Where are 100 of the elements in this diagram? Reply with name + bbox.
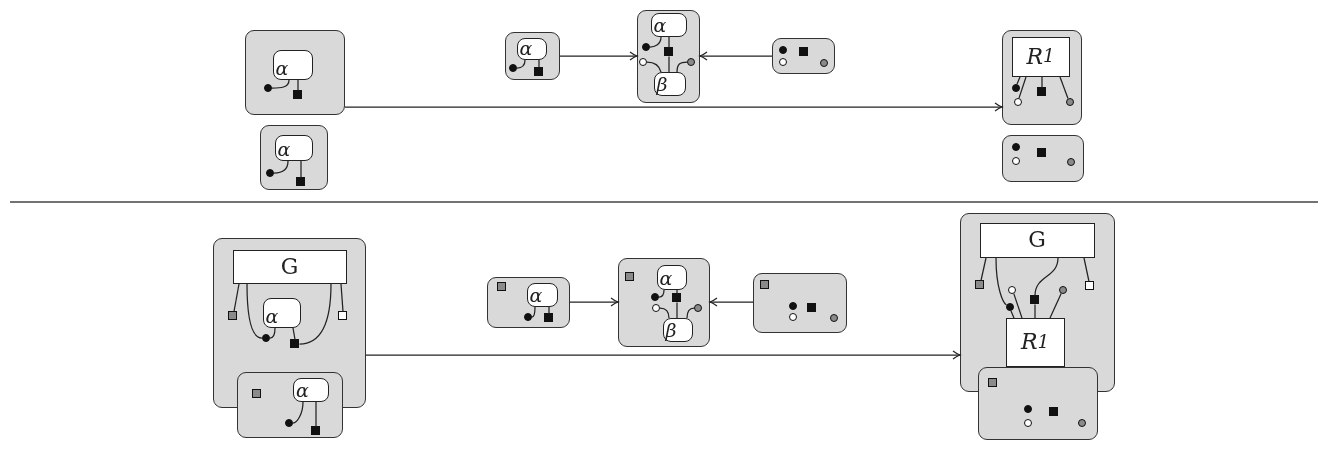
wire-line [995, 257, 1008, 306]
wire-line [658, 289, 665, 298]
port-square [1030, 295, 1039, 304]
port-square [799, 47, 808, 56]
link-dot [1058, 285, 1067, 294]
wire-line [668, 55, 670, 73]
link-dot [693, 303, 702, 312]
port-square [975, 280, 984, 289]
wire-line [246, 283, 263, 339]
link-dot [819, 58, 828, 67]
link-dot [263, 83, 272, 92]
wire-line [668, 36, 670, 49]
link-dot [778, 45, 787, 54]
wire-line [269, 327, 276, 339]
link-dot [1011, 156, 1020, 165]
wire-line [315, 401, 317, 428]
wire-line [1059, 76, 1069, 100]
link-dot [523, 312, 532, 321]
labelled-node: G [232, 249, 347, 284]
link-dot [686, 57, 695, 66]
link-dot [651, 303, 660, 312]
wire-line [340, 283, 344, 313]
wire-line [676, 61, 688, 73]
port-square [338, 311, 347, 320]
region-box [753, 273, 847, 333]
port-square [1085, 281, 1094, 290]
port-square [534, 67, 543, 76]
link-dot [1023, 404, 1032, 413]
wire-line [271, 79, 290, 89]
wire-line [980, 257, 987, 282]
port-square [672, 293, 681, 302]
region-box [245, 30, 345, 115]
labelled-node: α [656, 264, 687, 290]
link-dot [1011, 83, 1020, 92]
link-dot [261, 333, 270, 342]
link-dot [788, 312, 797, 321]
wire-line [686, 307, 695, 319]
region-box [637, 10, 700, 103]
port-square [296, 177, 305, 186]
link-dot [1013, 97, 1022, 106]
wire-line [516, 59, 526, 69]
wire-line [292, 401, 304, 424]
link-dot [284, 418, 293, 427]
wire-line [1034, 257, 1059, 297]
port-square [760, 280, 769, 289]
region-box [505, 32, 560, 80]
link-dot [638, 57, 647, 66]
link-dot [265, 168, 274, 177]
link-dot [1011, 142, 1020, 151]
link-dot [1023, 418, 1032, 427]
wire-line [1018, 76, 1027, 99]
link-dot [508, 63, 517, 72]
labelled-node: G [979, 222, 1095, 258]
wire-line [531, 306, 536, 318]
link-dot [1005, 302, 1014, 311]
wire-line [1034, 303, 1036, 319]
port-square [987, 377, 997, 387]
port-square [544, 313, 553, 322]
wire-line [298, 283, 332, 345]
port-square [497, 282, 506, 291]
wire-line [1041, 76, 1043, 89]
labelled-node: α [526, 282, 558, 307]
wire-line [1013, 292, 1023, 319]
wire-line [1049, 292, 1062, 319]
region-box [618, 258, 710, 347]
link-dot [788, 301, 797, 310]
port-square [1037, 148, 1046, 157]
region-box [260, 125, 328, 190]
labelled-node: β [653, 71, 686, 96]
wire-line [659, 307, 670, 319]
port-square [664, 47, 673, 56]
labelled-node: β [662, 317, 693, 342]
wire-line [676, 301, 678, 319]
region-box [487, 277, 570, 328]
port-square [807, 303, 816, 312]
region-box [1002, 30, 1082, 125]
labelled-node: α [274, 134, 313, 161]
labelled-node: α [516, 37, 547, 60]
labelled-node: α [272, 49, 313, 80]
port-square [1037, 87, 1046, 96]
link-dot [1065, 97, 1074, 106]
wire-line [538, 59, 540, 69]
labelled-node: α [650, 12, 687, 37]
wire-line [548, 306, 550, 315]
link-dot [641, 42, 650, 51]
wire-line [676, 289, 678, 295]
wire-line [646, 61, 662, 73]
wire-line [233, 283, 240, 313]
wire-line [1010, 310, 1015, 319]
link-dot [1066, 157, 1075, 166]
port-square [251, 388, 261, 398]
port-square [293, 90, 302, 99]
port-square [228, 311, 237, 320]
wire-line [649, 36, 662, 48]
labelled-node: α [293, 378, 329, 402]
port-square [1049, 407, 1058, 416]
wire-line [300, 160, 302, 179]
wire-line [1083, 257, 1090, 283]
wire-line [297, 79, 299, 92]
region-box [978, 367, 1098, 440]
